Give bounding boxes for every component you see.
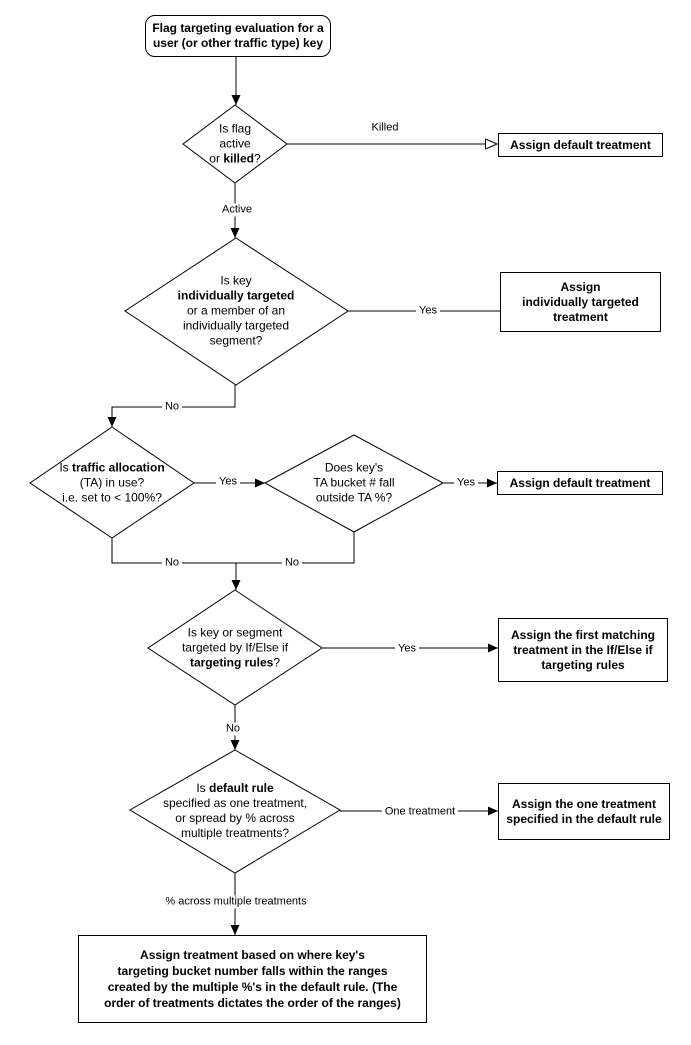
edge-label-one-treatment: One treatment: [381, 805, 459, 819]
edge-label-no-individual: No: [161, 400, 183, 414]
connector-no-ta: [111, 538, 236, 564]
edge-label-no-ta: No: [161, 556, 183, 570]
terminal-assign-default-killed: Assign default treatment: [498, 133, 663, 157]
edge-label-no-outside: No: [281, 556, 303, 570]
decision-traffic-allocation: Is traffic allocation(TA) in use?i.e. se…: [59, 460, 165, 505]
terminal-assign-default-ta: Assign default treatment: [497, 471, 663, 495]
edge-label-killed: Killed: [368, 121, 402, 135]
connector-no-outside: [236, 532, 355, 564]
edge-label-yes-ta: Yes: [216, 475, 240, 489]
edge-label-no-rules: No: [222, 722, 244, 736]
edge-label-active: Active: [219, 203, 255, 217]
edge-label-yes-outside: Yes: [454, 476, 478, 490]
edge-label-yes-individual: Yes: [416, 304, 440, 318]
edge-label-pct-multiple: % across multiple treatments: [162, 895, 310, 909]
decision-individually-targeted-shape: [124, 237, 349, 386]
edge-label-yes-rules: Yes: [395, 642, 419, 656]
